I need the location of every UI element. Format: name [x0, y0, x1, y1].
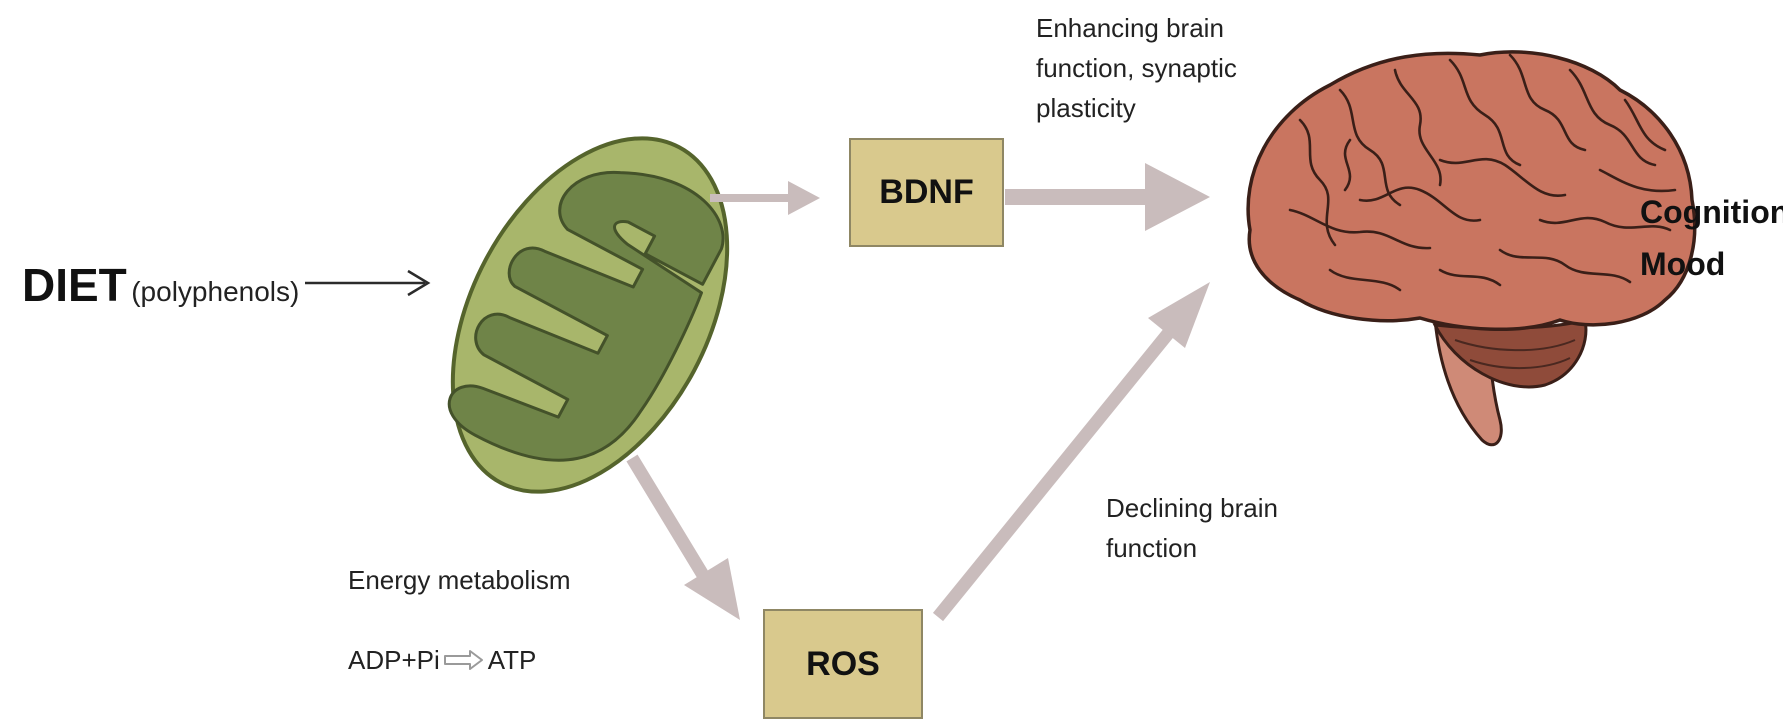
diet-detail: (polyphenols) [131, 276, 299, 307]
arrow-mito-to-bdnf [710, 181, 820, 215]
energy-title: Energy metabolism [348, 560, 571, 600]
arrow-bdnf-to-brain [1005, 163, 1210, 231]
outcome-label: Cognition Mood [1640, 186, 1783, 290]
diet-arrow [305, 271, 428, 295]
arrow-mito-to-ros [632, 458, 740, 620]
mitochondrion-icon [397, 92, 784, 538]
energy-reactants: ADP+Pi [348, 640, 440, 680]
ros-box: ROS [763, 609, 923, 719]
brain-icon [1248, 52, 1695, 445]
declining-annotation: Declining brain function [1106, 488, 1278, 568]
diet-word: DIET [22, 259, 127, 311]
energy-product: ATP [488, 640, 537, 680]
energy-annotation: Energy metabolism ADP+Pi ATP [348, 520, 571, 720]
energy-equation: ADP+Pi ATP [348, 640, 571, 680]
diet-label: DIET (polyphenols) [22, 258, 299, 312]
reaction-arrow-icon [442, 649, 486, 671]
enhancing-annotation: Enhancing brain function, synaptic plast… [1036, 8, 1237, 128]
bdnf-box: BDNF [849, 138, 1004, 247]
